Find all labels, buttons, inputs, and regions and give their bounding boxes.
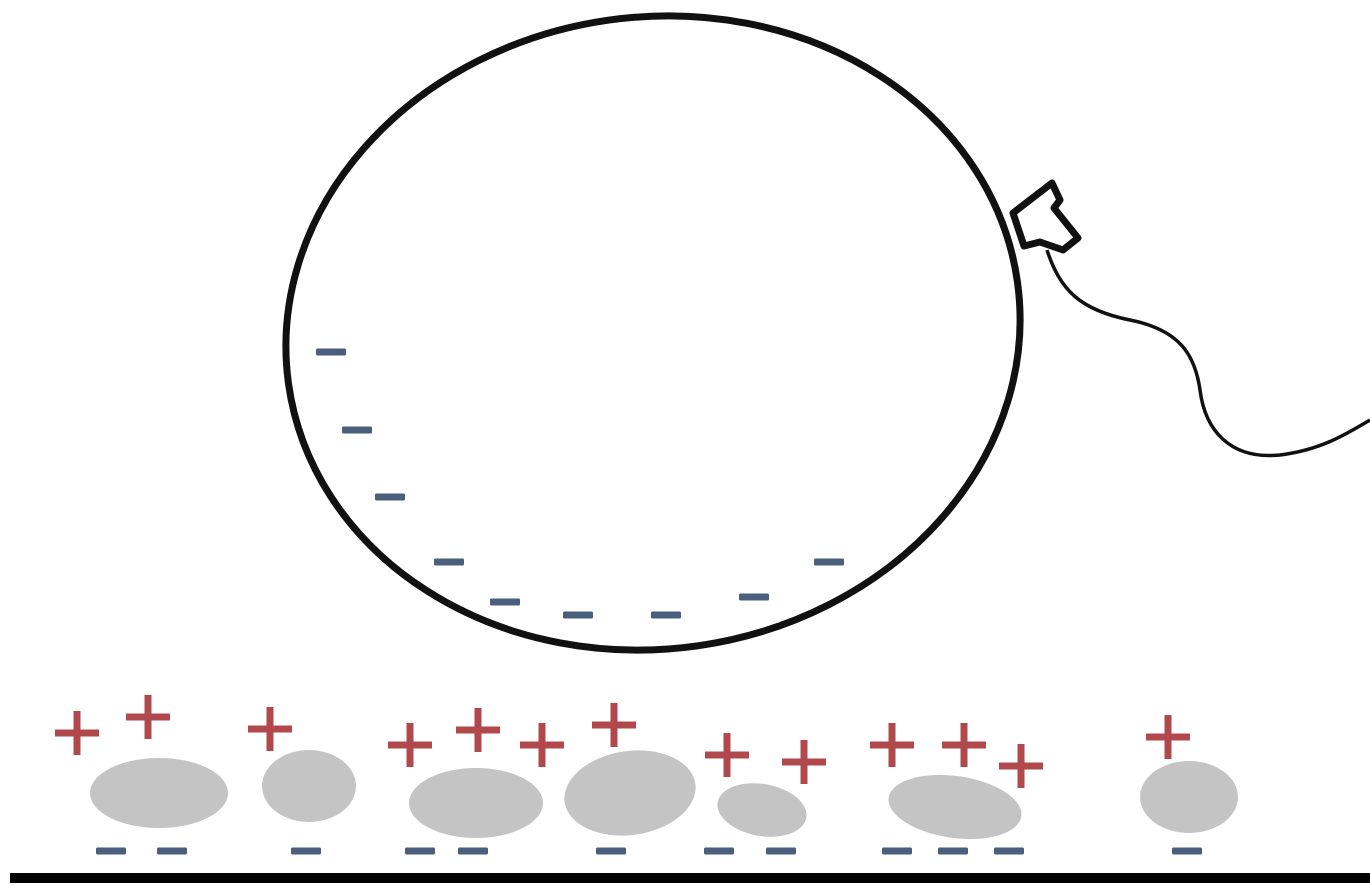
- particle-body: [409, 768, 543, 838]
- negative-charge: [938, 848, 968, 855]
- negative-charge: [316, 349, 346, 356]
- negative-charge: [96, 848, 126, 855]
- particle-body: [90, 758, 228, 828]
- negative-charge: [375, 494, 405, 501]
- negative-charge: [596, 848, 626, 855]
- particle-body: [262, 750, 356, 822]
- particle-body: [1140, 761, 1238, 833]
- ground-line: [10, 873, 1370, 883]
- negative-charge: [490, 599, 520, 606]
- negative-charge: [814, 559, 844, 566]
- negative-charge: [882, 848, 912, 855]
- negative-charge: [434, 559, 464, 566]
- negative-charge: [291, 848, 321, 855]
- negative-charge: [405, 848, 435, 855]
- negative-charge: [1172, 848, 1202, 855]
- negative-charge: [342, 427, 372, 434]
- negative-charge: [704, 848, 734, 855]
- negative-charge: [739, 594, 769, 601]
- negative-charge: [458, 848, 488, 855]
- negative-charge: [157, 848, 187, 855]
- negative-charge: [651, 612, 681, 619]
- negative-charge: [766, 848, 796, 855]
- negative-charge: [563, 612, 593, 619]
- negative-charge: [994, 848, 1024, 855]
